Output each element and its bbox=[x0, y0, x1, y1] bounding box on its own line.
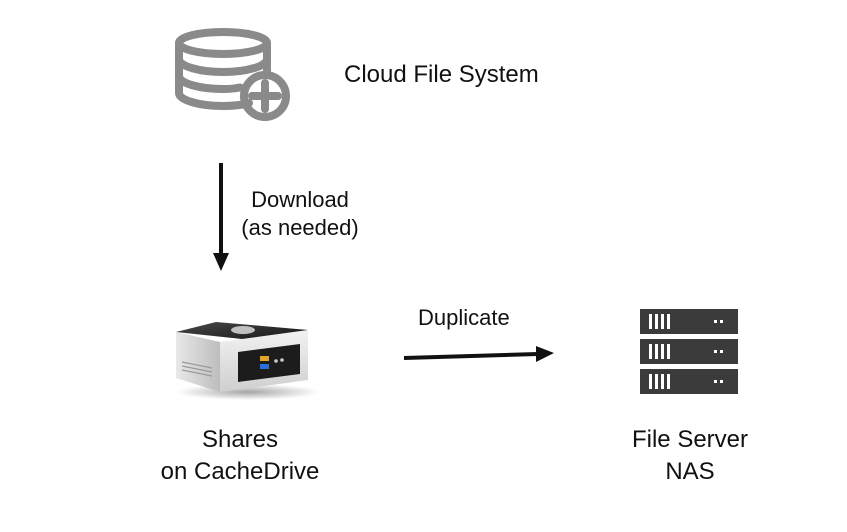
cachedrive-label: Shares on CacheDrive bbox=[130, 425, 350, 487]
download-label-line2: (as needed) bbox=[241, 215, 359, 240]
database-add-icon bbox=[175, 28, 290, 121]
cachedrive-label-line1: Shares bbox=[201, 426, 279, 453]
duplicate-arrow bbox=[404, 343, 556, 367]
nas-label-line1: File Server bbox=[631, 426, 749, 453]
mini-pc-icon bbox=[176, 322, 318, 400]
duplicate-label: Duplicate bbox=[418, 305, 510, 330]
server-rack-icon bbox=[640, 309, 738, 394]
cachedrive-node bbox=[158, 318, 318, 400]
nas-label-line2: NAS bbox=[665, 458, 715, 485]
cloud-file-system-node bbox=[168, 26, 293, 126]
nas-node bbox=[640, 309, 740, 395]
download-label: Download (as needed) bbox=[230, 186, 370, 242]
download-label-line1: Download bbox=[251, 187, 349, 212]
download-arrow bbox=[207, 163, 237, 273]
nas-label: File Server NAS bbox=[580, 425, 800, 487]
cloud-file-system-label: Cloud File System bbox=[344, 61, 539, 88]
cachedrive-label-line2: on CacheDrive bbox=[160, 458, 320, 485]
